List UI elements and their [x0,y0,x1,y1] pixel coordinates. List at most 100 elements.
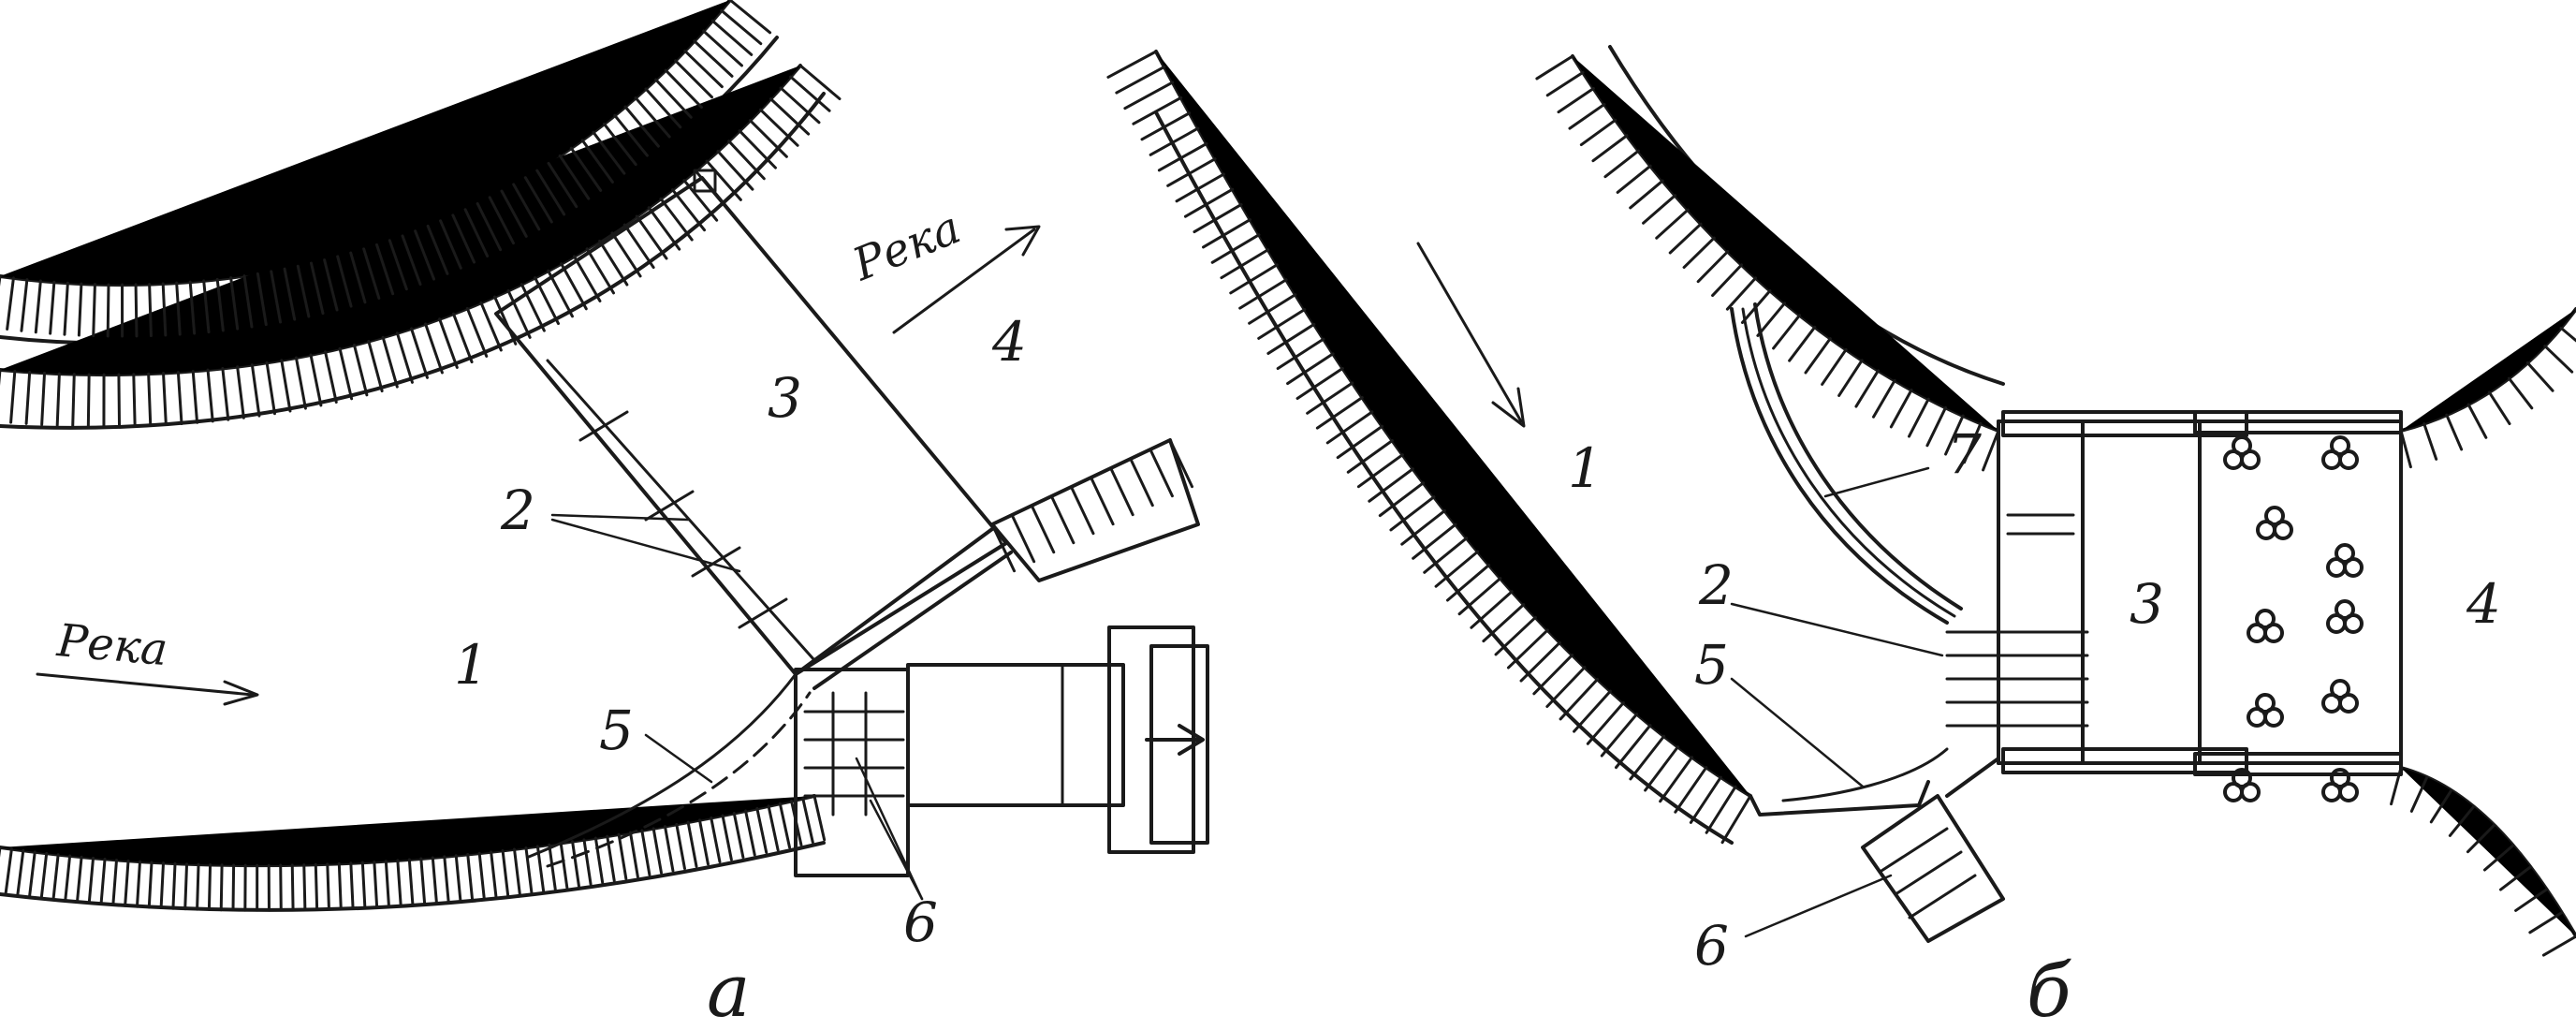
riprap-stone [2321,449,2342,470]
hatch-tick [1925,405,1948,448]
hatch-tick [675,822,686,871]
hatch-tick [683,49,724,89]
hatch-tick [1400,508,1446,546]
hatch-tick [705,159,742,201]
hatch-tick [87,856,95,905]
hatch-tick [51,853,60,901]
hatch-tick [1689,775,1722,824]
hatch-tick [92,283,96,338]
hatch-tick [1109,466,1134,517]
hatch-tick [454,854,462,903]
riprap-stone-cluster [2247,693,2284,728]
hatch-tick [443,855,450,904]
hatch-tick [349,251,367,304]
riprap-stone [2263,707,2284,728]
panel-b-label-7: 7 [1947,422,1982,486]
hatch-tick [426,224,449,275]
hatch-tick [99,857,107,905]
hatch-tick [1644,745,1680,792]
riprap-stone [2223,449,2244,470]
hatch-tick [1315,395,1364,430]
panel-a-leaders [550,513,924,901]
hatch-tick [1049,494,1076,545]
hatch-tick [1535,54,1574,81]
panel-a-label-4: 4 [991,310,1027,374]
riprap-stone-cluster [2326,599,2364,634]
hatch-tick [501,848,510,897]
hatch-tick [124,859,130,907]
hatch-tick [582,838,593,886]
bank-hatching [0,64,842,428]
hatch-tick [1591,134,1629,163]
hatch-tick [296,264,311,318]
hatch-tick [647,206,681,251]
hatch-tick [424,322,444,375]
hatch-tick [569,146,603,192]
hatch-tick [1175,172,1225,203]
hatch-tick [4,847,13,895]
hatch-tick [1655,208,1690,240]
hatch-tick [375,243,395,296]
hatch-tick [1674,766,1708,814]
hatch-tick [147,861,154,909]
hatch-tick [571,840,580,888]
hatch-tick [1573,689,1612,733]
hatch-tick [395,331,414,384]
panel-a-label-6: 6 [903,890,938,954]
hatch-tick [242,274,254,329]
hatch-tick [622,223,655,270]
hatch-tick [1257,308,1307,340]
hatch-tick [593,836,605,884]
panel-b-inner-bank [1535,45,2005,472]
panel-a-flow-arrow-upstream [36,672,259,706]
hatch-tick [396,859,402,907]
hatch-tick [1804,337,1832,375]
hatch-tick [1166,157,1217,187]
hatch-tick [1069,485,1095,536]
hatch-tick [419,857,427,905]
panel-a-lower-bank [0,794,827,912]
hatch-tick [388,239,408,291]
hatch-tick [171,861,177,910]
hatch-tick [352,344,369,397]
hatch-tick [477,851,486,900]
hatch-tick [1149,448,1174,498]
hatch-tick [451,213,476,264]
hatch-tick [336,255,353,308]
hatch-tick [1423,537,1469,574]
hatch-tick [1682,236,1716,270]
hatch-tick [1579,118,1617,147]
hatch-tick [439,219,462,270]
hatch-tick [720,8,763,46]
hatch-tick [1248,293,1297,325]
hatch-tick [1944,414,1965,456]
hatch-tick [500,189,528,238]
hatch-tick [1659,756,1694,803]
hatch-tick [493,295,518,346]
hatch-tick [547,161,578,209]
hatch-tick [1356,453,1404,489]
hatch-tick [1368,467,1414,503]
riprap-stone-cluster [2321,768,2359,802]
hatch-tick [535,169,566,216]
hatch-tick [1193,202,1243,234]
panel-b-leaders [1730,466,1944,938]
hatch-tick [623,105,660,148]
hatch-tick [1756,302,1787,337]
hatch-tick [63,281,69,336]
hatch-tick [755,806,768,854]
panel-b-right-banks [2390,307,2576,957]
hatch-tick [1568,102,1606,130]
hatch-tick [28,850,37,899]
hatch-tick [221,367,230,421]
hatch-tick [1220,248,1270,280]
hatch-tick [1720,794,1752,845]
hatch-tick [613,113,649,157]
hatch-tick [64,854,72,903]
hatch-tick [1889,388,1913,429]
hatch-tick [2466,823,2496,854]
hatch-tick [659,197,694,242]
hatch-tick [431,856,438,905]
hatch-tick [1616,164,1652,194]
